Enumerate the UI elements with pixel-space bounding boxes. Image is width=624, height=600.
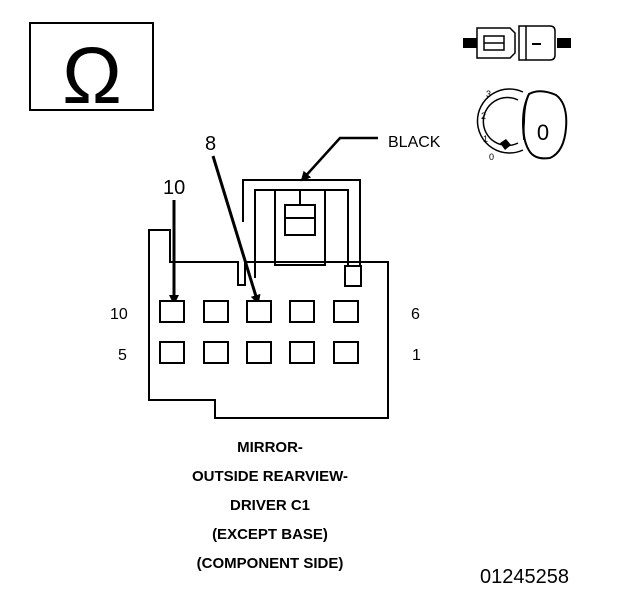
connector-latch: [242, 179, 362, 287]
row-label-top-left: 10: [110, 306, 128, 323]
connector-icon: [463, 25, 571, 61]
connector-title: MIRROR- OUTSIDE REARVIEW- DRIVER C1 (EXC…: [120, 433, 420, 578]
pin-8-arrow: [211, 155, 261, 305]
connector-body: [148, 229, 389, 419]
pin-cavity-9: [203, 300, 229, 323]
title-line-1: MIRROR-: [237, 439, 303, 456]
pin-8-callout: 8: [205, 133, 216, 155]
row-label-bottom-right: 1: [412, 347, 421, 364]
pin-cavity-10: [159, 300, 185, 323]
pin-cavity-6: [333, 300, 359, 323]
pin-cavity-7: [289, 300, 315, 323]
title-line-4: (EXCEPT BASE): [212, 526, 328, 543]
pin-cavity-2: [289, 341, 315, 364]
row-label-bottom-left: 5: [118, 347, 127, 364]
title-line-3: DRIVER C1: [229, 497, 311, 514]
ignition-key-label: 0: [537, 120, 549, 145]
ohm-glyph: Ω: [62, 31, 122, 120]
pin-cavity-1: [333, 341, 359, 364]
title-line-2: OUTSIDE REARVIEW-: [191, 468, 349, 485]
pin-cavity-4: [203, 341, 229, 364]
row-label-top-right: 6: [411, 306, 420, 323]
pin-10-callout: 10: [163, 177, 185, 199]
ignition-pos-1: 1: [483, 134, 488, 144]
black-leader-arrow: [300, 136, 378, 182]
title-line-5: (COMPONENT SIDE): [196, 555, 344, 572]
ohm-icon: Ω: [29, 22, 154, 120]
black-color-label: BLACK: [388, 134, 441, 151]
pin-cavity-8: [246, 300, 272, 323]
ignition-key-icon: 3 2 1 0 0: [476, 88, 568, 162]
pin-cavity-5: [159, 341, 185, 364]
document-number: 01245258: [480, 566, 569, 588]
pin-cavity-3: [246, 341, 272, 364]
ignition-pos-0: 0: [489, 152, 494, 162]
ignition-pos-3: 3: [486, 89, 491, 99]
